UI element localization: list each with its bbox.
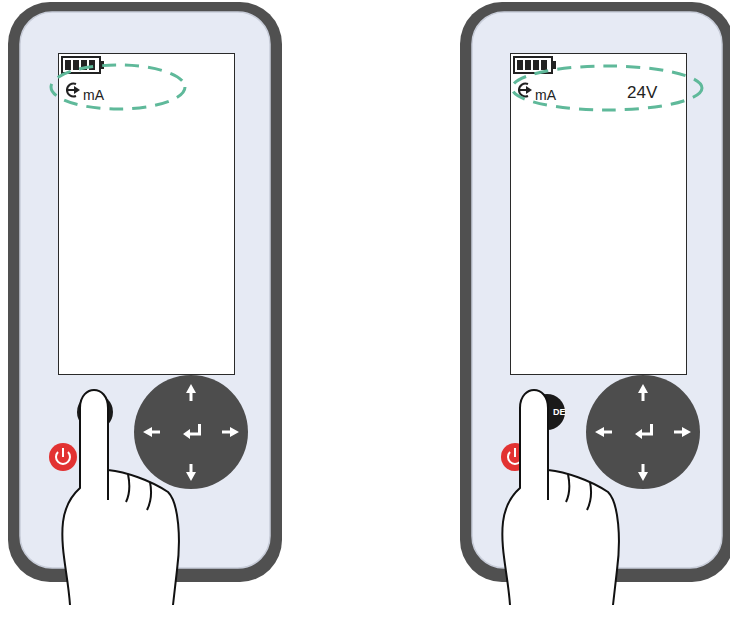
device-screen: mA bbox=[58, 53, 235, 375]
screen-reading: mA bbox=[535, 88, 556, 102]
highlight-ellipse bbox=[51, 65, 185, 109]
pressing-finger bbox=[502, 390, 619, 605]
device-screen: mA 24V bbox=[510, 53, 687, 375]
screen-reading: 24V bbox=[627, 84, 657, 101]
screen-icons-right bbox=[514, 57, 556, 97]
screen-reading: mA bbox=[83, 88, 104, 102]
device-left bbox=[8, 2, 282, 582]
button-label: DE bbox=[553, 408, 566, 417]
device-right bbox=[460, 2, 730, 582]
pressing-finger bbox=[62, 390, 179, 605]
highlight-ellipse bbox=[512, 66, 702, 110]
screen-icons-left bbox=[62, 57, 104, 97]
